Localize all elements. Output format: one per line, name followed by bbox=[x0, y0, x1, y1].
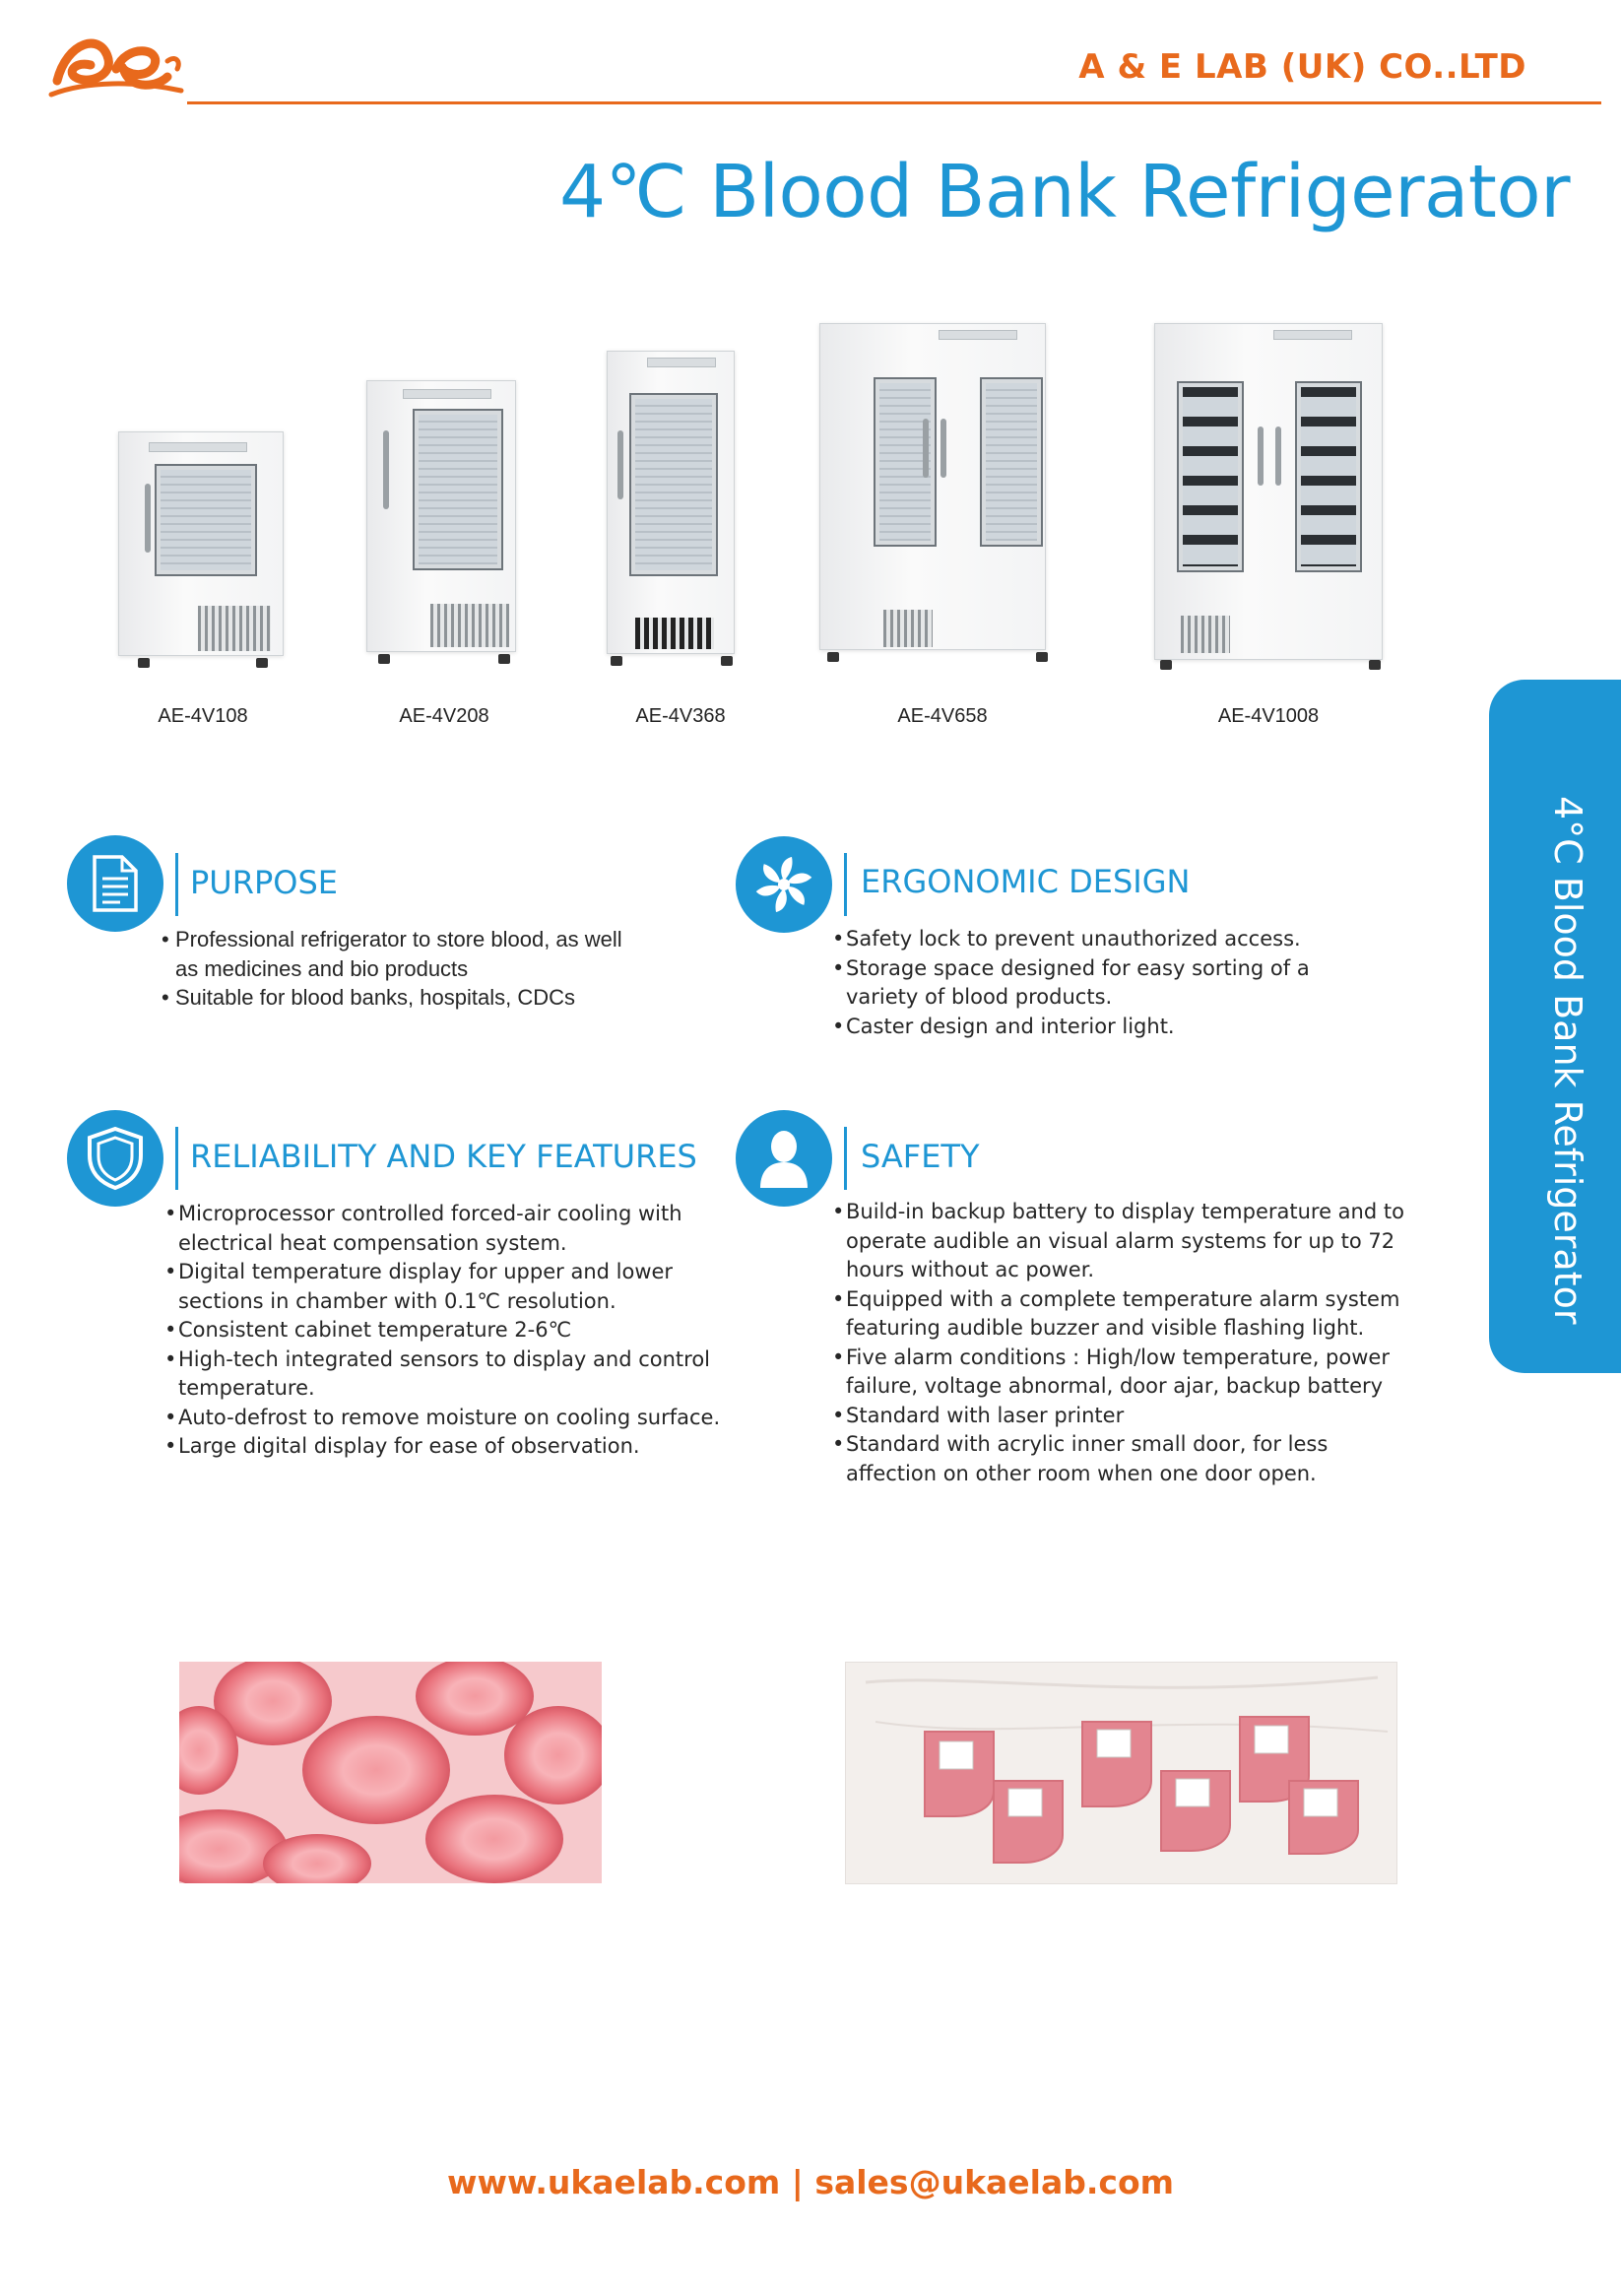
list-item: Storage space designed for easy sorting … bbox=[832, 954, 1344, 1013]
list-item: Auto-defrost to remove moisture on cooli… bbox=[164, 1404, 755, 1433]
product-model-label: AE-4V208 bbox=[399, 705, 489, 727]
document-icon bbox=[67, 835, 163, 932]
header-divider bbox=[187, 101, 1601, 104]
safety-title: SAFETY bbox=[861, 1138, 980, 1175]
list-item: Suitable for blood banks, hospitals, CDC… bbox=[162, 983, 624, 1013]
product-model-label: AE-4V1008 bbox=[1217, 705, 1320, 727]
fan-icon bbox=[736, 836, 832, 933]
footer-contact: www.ukaelab.com | sales@ukaelab.com bbox=[446, 2163, 1175, 2201]
page-title: 4℃ Blood Bank Refrigerator bbox=[559, 150, 1571, 234]
list-item: High-tech integrated sensors to display … bbox=[164, 1345, 755, 1404]
list-item: Five alarm conditions : High/low tempera… bbox=[832, 1344, 1423, 1402]
list-item: Caster design and interior light. bbox=[832, 1013, 1344, 1042]
section-divider bbox=[844, 853, 847, 916]
blood-bags-image bbox=[845, 1662, 1397, 1884]
section-divider bbox=[844, 1127, 847, 1190]
ergonomic-design-list: Safety lock to prevent unauthorized acce… bbox=[832, 925, 1344, 1041]
product-model-label: AE-4V108 bbox=[158, 705, 248, 727]
list-item: Digital temperature display for upper an… bbox=[164, 1258, 755, 1316]
list-item: Standard with acrylic inner small door, … bbox=[832, 1430, 1423, 1488]
side-tab-label: 4°C Blood Bank Refrigerator bbox=[1546, 796, 1589, 1325]
product-image-ae-4v658 bbox=[819, 323, 1046, 650]
product-image-ae-4v368 bbox=[607, 351, 735, 654]
section-divider bbox=[175, 1127, 178, 1190]
list-item: Large digital display for ease of observ… bbox=[164, 1432, 755, 1462]
list-item: Equipped with a complete temperature ala… bbox=[832, 1285, 1423, 1344]
side-tab bbox=[1489, 680, 1621, 1373]
product-image-ae-4v1008 bbox=[1154, 323, 1383, 660]
product-model-label: AE-4V368 bbox=[635, 705, 726, 727]
product-gallery: AE-4V108 AE-4V208 AE-4V368 AE-4V658 AE-4… bbox=[98, 315, 1398, 729]
shield-icon bbox=[67, 1110, 163, 1207]
reliability-list: Microprocessor controlled forced-air coo… bbox=[164, 1200, 755, 1462]
product-image-ae-4v108 bbox=[118, 431, 284, 656]
reliability-title: RELIABILITY AND KEY FEATURES bbox=[190, 1138, 697, 1175]
ergonomic-design-title: ERGONOMIC DESIGN bbox=[861, 863, 1191, 900]
list-item: Build-in backup battery to display tempe… bbox=[832, 1198, 1423, 1285]
red-blood-cells-image bbox=[179, 1662, 602, 1883]
person-icon bbox=[736, 1110, 832, 1207]
list-item: Consistent cabinet temperature 2-6℃ bbox=[164, 1316, 755, 1345]
product-model-label: AE-4V658 bbox=[897, 705, 988, 727]
purpose-title: PURPOSE bbox=[190, 864, 338, 901]
product-image-ae-4v208 bbox=[366, 380, 516, 652]
list-item: Microprocessor controlled forced-air coo… bbox=[164, 1200, 755, 1258]
company-name: A & E LAB (UK) CO..LTD bbox=[1078, 47, 1526, 87]
purpose-list: Professional refrigerator to store blood… bbox=[162, 925, 624, 1013]
list-item: Standard with laser printer bbox=[832, 1402, 1423, 1431]
safety-list: Build-in backup battery to display tempe… bbox=[832, 1198, 1423, 1488]
list-item: Professional refrigerator to store blood… bbox=[162, 925, 624, 983]
ae-logo-icon bbox=[48, 38, 184, 98]
section-divider bbox=[175, 853, 178, 916]
list-item: Safety lock to prevent unauthorized acce… bbox=[832, 925, 1344, 954]
